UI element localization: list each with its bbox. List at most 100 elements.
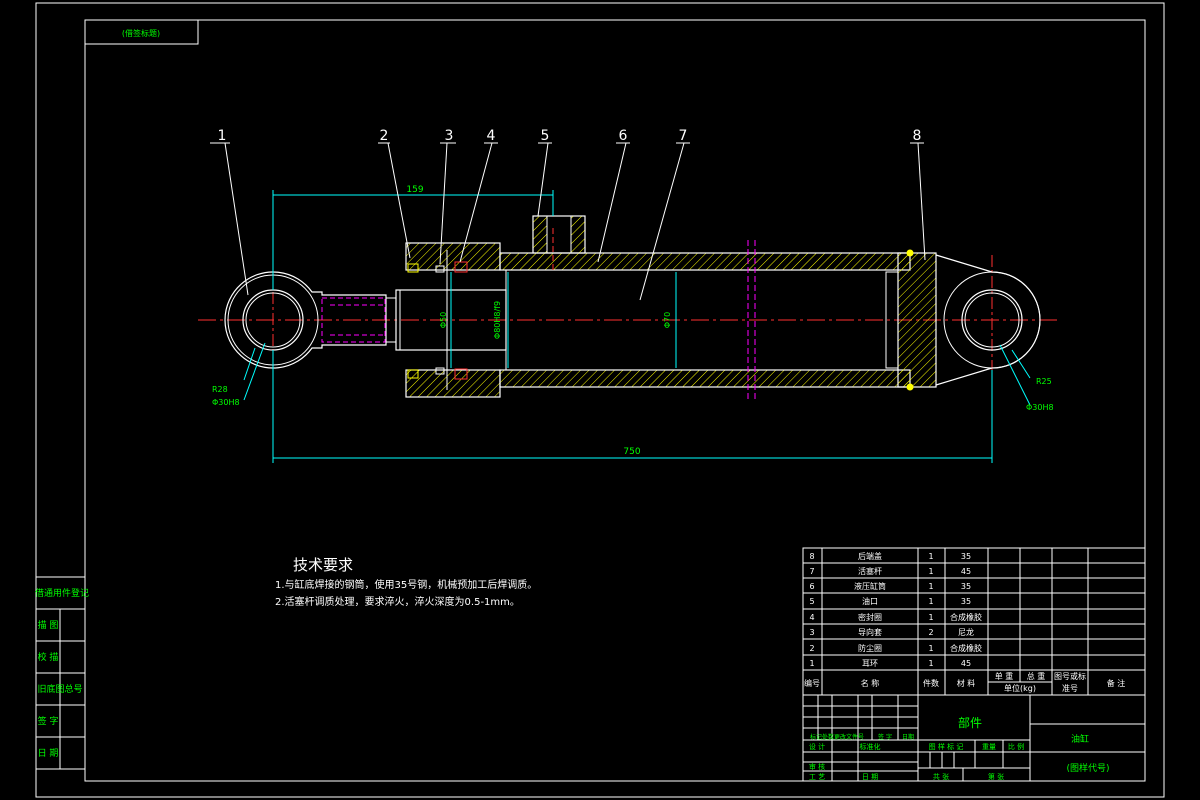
leader-lines bbox=[210, 142, 926, 301]
balloon-2: 2 bbox=[380, 128, 389, 144]
bom-no-6: 2 bbox=[809, 644, 814, 653]
dim-50: Φ50 bbox=[439, 312, 448, 328]
dim-phi-left: Φ30H8 bbox=[212, 398, 240, 407]
bom-name-6: 防尘圈 bbox=[858, 643, 882, 653]
bom-mat-6: 合成橡胶 bbox=[950, 643, 982, 653]
tb-sheet: 共 张 bbox=[933, 772, 949, 781]
bom-name-4: 密封圈 bbox=[858, 612, 882, 622]
bom-mat-4: 合成橡胶 bbox=[950, 612, 982, 622]
bom-name-2: 液压缸筒 bbox=[854, 581, 886, 591]
side-column: 借通用件登记 描 图 校 描 旧底图总号 签 字 日 期 bbox=[35, 576, 89, 770]
bom-qty-1: 1 bbox=[928, 567, 933, 576]
bom-qty-4: 1 bbox=[928, 613, 933, 622]
bom-rows: 8 后端盖 1 35 7 活塞杆 1 45 6 液压缸筒 1 35 5 油口 1… bbox=[804, 551, 1125, 693]
bom-h-name: 名 称 bbox=[861, 678, 880, 688]
tb-weight: 重量 bbox=[982, 743, 996, 751]
tech-line-1: 1.与缸底焊接的钢筒，使用35号钢，机械预加工后焊调质。 bbox=[275, 578, 537, 591]
dim-159: 159 bbox=[406, 185, 423, 195]
outer-border bbox=[35, 2, 1165, 798]
bom-name-0: 后端盖 bbox=[858, 551, 882, 561]
dimensions bbox=[243, 190, 1031, 463]
bom-qty-0: 1 bbox=[928, 552, 933, 561]
rear-clevis bbox=[897, 249, 1041, 391]
bom-no-0: 8 bbox=[809, 552, 814, 561]
front-head bbox=[405, 242, 501, 398]
tb-company: 油缸 bbox=[1071, 733, 1089, 745]
inner-border bbox=[84, 19, 1146, 782]
side-label-2: 校 描 bbox=[38, 651, 59, 663]
balloon-7: 7 bbox=[679, 128, 688, 144]
bom-h-mat: 材 料 bbox=[957, 678, 976, 688]
title-block-text: 部件 油缸 (图样代号) 标记处数更改文件号 签 字 日期 设 计 标准化 图 … bbox=[809, 715, 1110, 781]
side-label-3: 旧底图总号 bbox=[37, 683, 82, 695]
bom-qty-2: 1 bbox=[928, 582, 933, 591]
bom-qty-3: 1 bbox=[928, 597, 933, 606]
bom-h-weight: 单位(kg) bbox=[1004, 683, 1036, 693]
tb-row1: 标记处数更改文件号 bbox=[810, 733, 864, 741]
balloon-4: 4 bbox=[487, 128, 496, 144]
bom-mat-7: 45 bbox=[961, 659, 971, 668]
bom-qty-7: 1 bbox=[928, 659, 933, 668]
dim-bore: Φ80H8/f9 bbox=[493, 301, 502, 339]
balloon-1: 1 bbox=[218, 128, 227, 144]
bom-h-std: 图号或标 bbox=[1054, 671, 1086, 681]
tb-stage: 图 样 标 记 bbox=[929, 742, 964, 751]
title-block bbox=[802, 694, 1146, 782]
bom-no-7: 1 bbox=[809, 659, 814, 668]
tb-drawing-no: (图样代号) bbox=[1066, 762, 1109, 774]
bom-h-remark: 备 注 bbox=[1107, 678, 1126, 688]
bom-no-3: 5 bbox=[809, 597, 814, 606]
cylinder-drawing: 159 750 R28 Φ30H8 R25 Φ30H8 Φ50 Φ80H8/f9… bbox=[198, 128, 1060, 463]
bom-qty-5: 2 bbox=[928, 628, 933, 637]
dim-70: Φ70 bbox=[663, 312, 672, 328]
bom-h-total: 总 重 bbox=[1027, 671, 1046, 681]
dim-750: 750 bbox=[623, 447, 640, 457]
bom-mat-3: 35 bbox=[961, 597, 971, 606]
dim-phi-right: Φ30H8 bbox=[1026, 403, 1054, 412]
tb-scale: 比 例 bbox=[1008, 742, 1024, 751]
oil-port bbox=[532, 215, 586, 270]
tb-design: 设 计 bbox=[809, 742, 825, 751]
tb-review: 审 核 bbox=[809, 762, 825, 771]
tb-part: 部件 bbox=[958, 715, 982, 730]
top-stamp: (借签标题) bbox=[84, 19, 199, 45]
bom-h-stdno: 准号 bbox=[1062, 683, 1078, 693]
bom-no-1: 7 bbox=[809, 567, 814, 576]
tech-heading: 技术要求 bbox=[293, 556, 353, 574]
bom-h-qty: 件数 bbox=[923, 678, 939, 688]
side-label-0: 借通用件登记 bbox=[35, 587, 89, 599]
dim-r28: R28 bbox=[212, 385, 228, 394]
balloon-8: 8 bbox=[913, 128, 922, 144]
bom-mat-1: 45 bbox=[961, 567, 971, 576]
bom-mat-2: 35 bbox=[961, 582, 971, 591]
tech-line-2: 2.活塞杆调质处理，要求淬火，淬火深度为0.5-1mm。 bbox=[275, 595, 520, 608]
dim-r25: R25 bbox=[1036, 377, 1052, 386]
bom-no-2: 6 bbox=[809, 582, 814, 591]
bom-name-3: 油口 bbox=[862, 596, 878, 606]
bom-name-5: 导向套 bbox=[858, 627, 882, 637]
tb-sheet2: 第 张 bbox=[988, 772, 1004, 781]
tb-date: 日期 bbox=[902, 733, 914, 741]
bom-mat-0: 35 bbox=[961, 552, 971, 561]
side-label-1: 描 图 bbox=[38, 619, 59, 631]
stamp-text: (借签标题) bbox=[122, 28, 160, 38]
tb-standard: 标准化 bbox=[860, 742, 881, 751]
tb-process: 工 艺 bbox=[809, 773, 825, 781]
bom-name-1: 活塞杆 bbox=[858, 566, 882, 576]
balloon-5: 5 bbox=[541, 128, 550, 144]
side-label-4: 签 字 bbox=[38, 715, 59, 727]
bom-no-5: 3 bbox=[809, 628, 814, 637]
bom-table bbox=[802, 547, 1146, 696]
tb-sign: 签 字 bbox=[878, 733, 892, 741]
cylinder-tube bbox=[499, 240, 911, 400]
balloon-6: 6 bbox=[619, 128, 628, 144]
side-label-5: 日 期 bbox=[38, 748, 59, 759]
tb-approve: 日 期 bbox=[862, 773, 878, 781]
bom-h-no: 编号 bbox=[804, 678, 820, 688]
bom-mat-5: 尼龙 bbox=[958, 627, 974, 637]
bom-name-7: 耳环 bbox=[862, 659, 878, 668]
bom-qty-6: 1 bbox=[928, 644, 933, 653]
balloon-3: 3 bbox=[445, 128, 454, 144]
tech-requirements: 技术要求 1.与缸底焊接的钢筒，使用35号钢，机械预加工后焊调质。 2.活塞杆调… bbox=[275, 556, 537, 608]
